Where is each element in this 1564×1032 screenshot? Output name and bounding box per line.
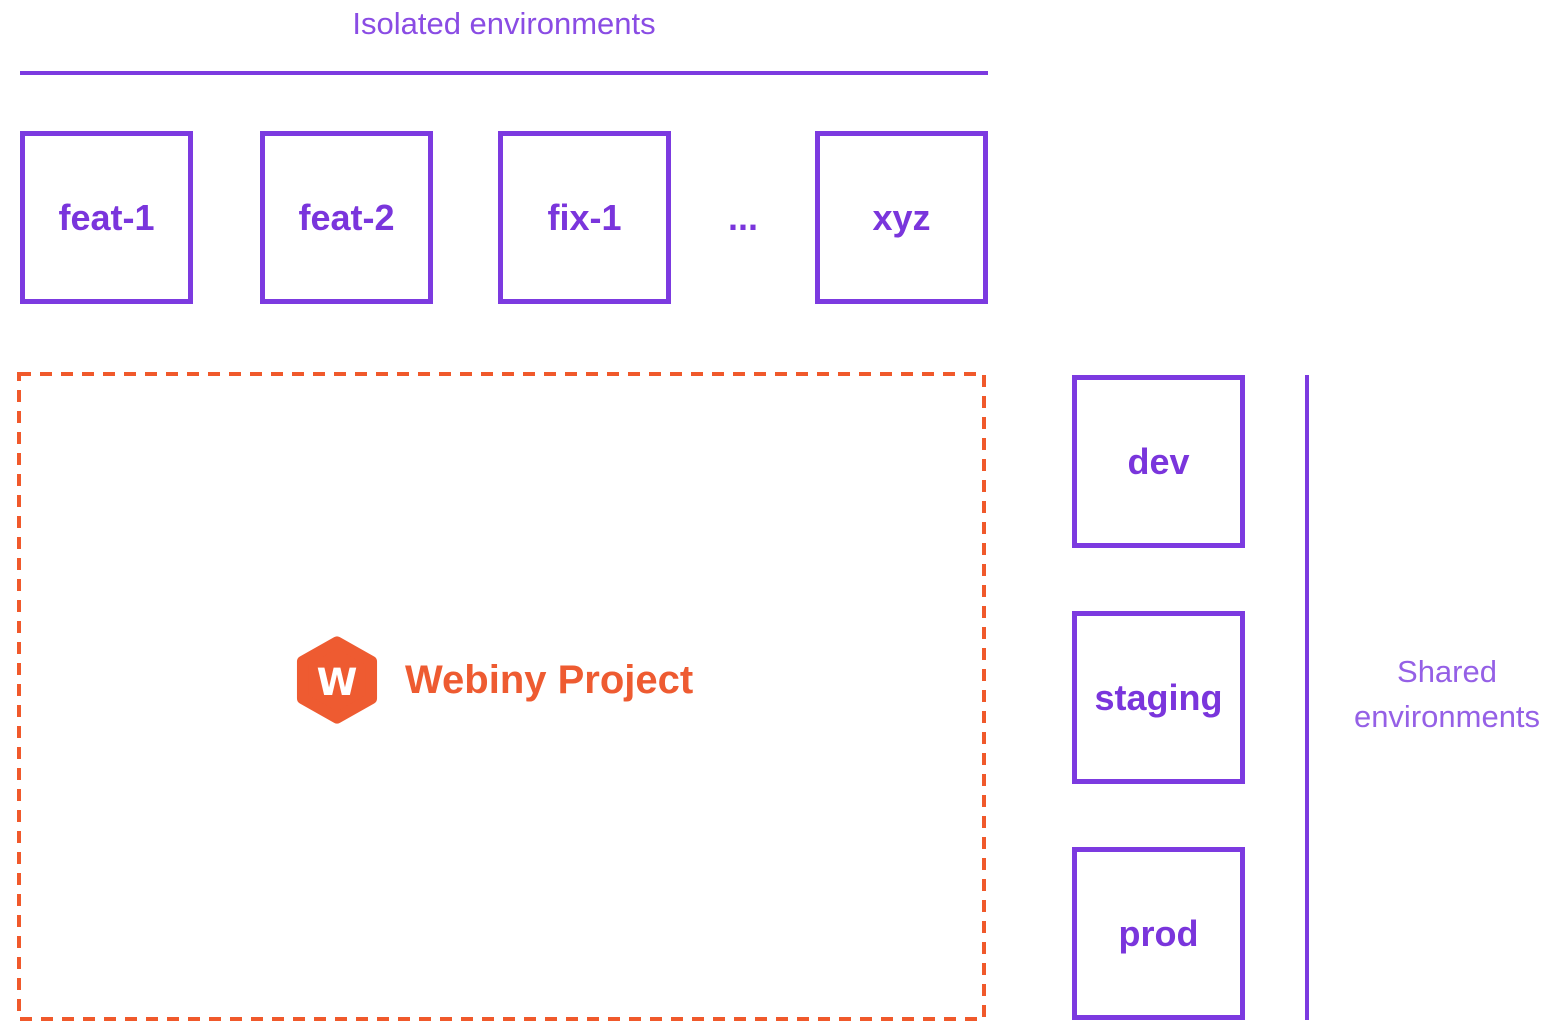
isolated-environments-divider [20,71,988,75]
webiny-project-lockup: W Webiny Project [293,635,693,725]
env-box-prod: prod [1072,847,1245,1020]
env-box-label: dev [1127,440,1190,482]
shared-environments-divider [1305,375,1309,1020]
env-box-label: prod [1118,912,1199,954]
webiny-project-dashed-box [17,372,986,1021]
env-box-feat-1: feat-1 [20,131,193,304]
env-box-feat-2: feat-2 [260,131,433,304]
webiny-project-label: Webiny Project [405,657,694,702]
env-box-label: staging [1094,676,1223,718]
webiny-logo-letter: W [317,661,358,704]
ellipsis-dots: ... [727,196,758,238]
webiny-hexagon-icon: W [296,636,378,724]
env-box-label: feat-2 [298,196,395,238]
env-box-xyz: xyz [815,131,988,304]
env-box-label: xyz [872,196,931,238]
env-box-dev: dev [1072,375,1245,548]
isolated-environments-title: Isolated environments [352,6,656,41]
shared-environments-title: Shared environments [1353,654,1541,734]
env-box-label: fix-1 [547,196,622,238]
env-box-label: feat-1 [58,196,155,238]
env-box-fix-1: fix-1 [498,131,671,304]
env-box-staging: staging [1072,611,1245,784]
